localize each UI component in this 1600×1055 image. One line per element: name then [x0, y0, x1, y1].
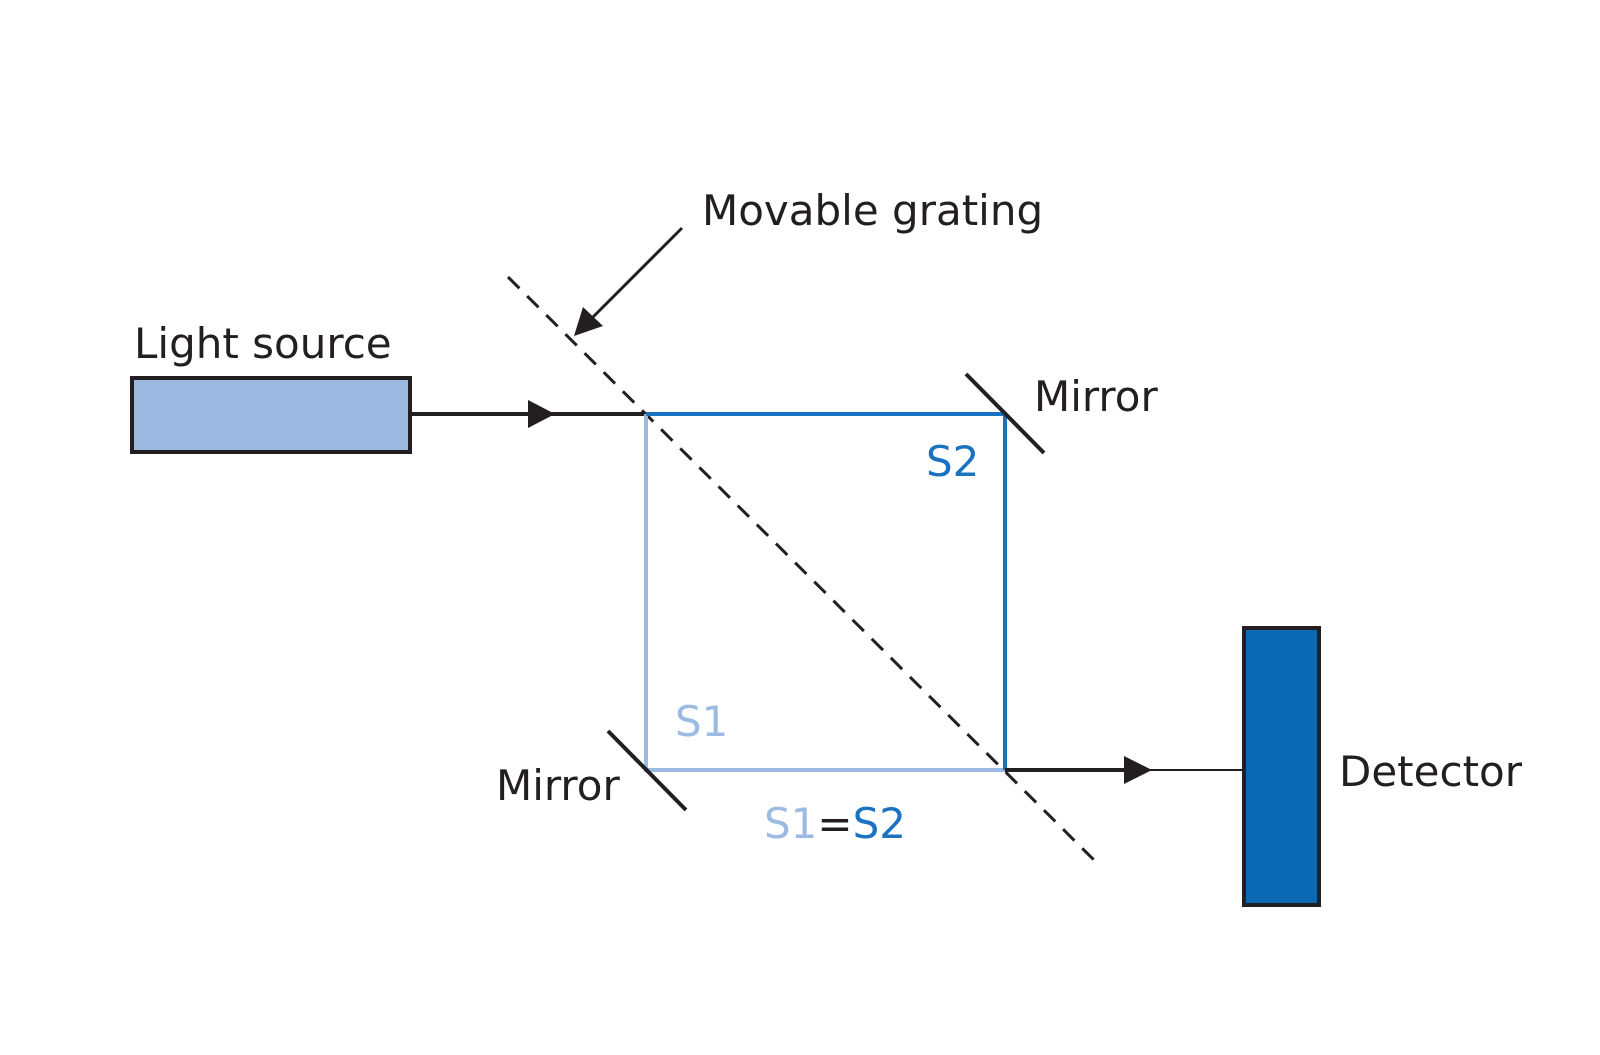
light-source-box — [130, 376, 412, 454]
movable-grating-label: Movable grating — [702, 186, 1043, 235]
equality-s1: S1 — [764, 799, 817, 848]
mirror-bottom-label: Mirror — [496, 761, 620, 810]
mirror-top-right — [964, 372, 1046, 455]
path-equality-label: S1=S2 — [764, 799, 906, 848]
mirror-bottom-left — [606, 729, 688, 812]
detector-box — [1242, 626, 1321, 907]
equality-s2: S2 — [853, 799, 906, 848]
grating-pointer-arrowhead — [574, 307, 603, 336]
movable-grating — [506, 275, 1098, 864]
s2-label: S2 — [926, 437, 979, 486]
output-beam-arrowhead — [1124, 756, 1152, 784]
equality-sign: = — [817, 799, 852, 848]
s1-label: S1 — [675, 697, 728, 746]
mirror-top-label: Mirror — [1034, 372, 1158, 421]
detector-label: Detector — [1339, 747, 1523, 796]
grating-pointer-arrow — [588, 226, 684, 322]
input-beam-arrowhead — [528, 400, 555, 428]
light-source-label: Light source — [134, 319, 392, 368]
